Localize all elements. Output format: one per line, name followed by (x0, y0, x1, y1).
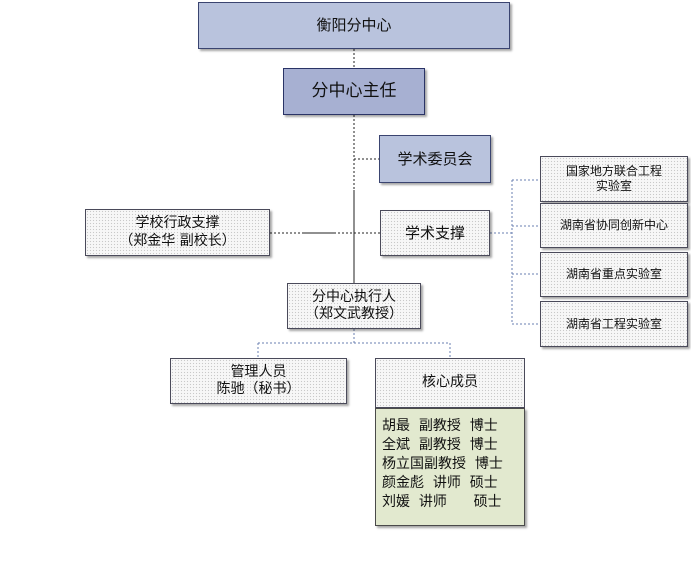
core-members-label: 核心成员 (422, 374, 478, 391)
core-members-list: 胡最 副教授 博士 全斌 副教授 博士 杨立国副教授 博士 颜金彪 讲师 硕士 … (375, 408, 525, 526)
lab-4-label: 湖南省工程实验室 (565, 316, 662, 331)
director-label: 分中心主任 (311, 80, 397, 101)
member-item-5: 刘媛 讲师 硕士 (382, 494, 502, 510)
director-node: 分中心主任 (283, 68, 425, 115)
member-item-3: 杨立国副教授 博士 (382, 456, 503, 472)
admin-support-node: 学校行政支撑 （郑金华 副校长） (85, 209, 270, 256)
lab-1-line2: 实验室 (595, 179, 632, 193)
member-item-4: 颜金彪 讲师 硕士 (382, 475, 498, 491)
lab-3-label: 湖南省重点实验室 (565, 267, 662, 281)
lab-node-1: 国家地方联合工程 实验室 (540, 156, 688, 202)
admin-support-line2: （郑金华 副校长） (119, 232, 236, 249)
lab-node-4: 湖南省工程实验室 (540, 301, 688, 347)
center-label: 衡阳分中心 (316, 16, 392, 35)
academic-support-node: 学术支撑 (380, 210, 490, 256)
admin-support-line1: 学校行政支撑 (135, 215, 220, 231)
member-item-1: 胡最 副教授 博士 (382, 418, 498, 434)
management-line2: 陈驰（秘书） (216, 381, 301, 397)
lab-node-2: 湖南省协同创新中心 (540, 203, 688, 248)
member-item-2: 全斌 副教授 博士 (382, 437, 498, 453)
management-node: 管理人员 陈驰（秘书） (170, 358, 347, 404)
executive-line1: 分中心执行人 (312, 288, 396, 305)
executive-line2: （郑文武教授） (305, 306, 403, 322)
lab-node-3: 湖南省重点实验室 (540, 252, 688, 297)
academic-committee-node: 学术委员会 (379, 135, 491, 183)
lab-2-label: 湖南省协同创新中心 (559, 218, 668, 232)
executive-node: 分中心执行人 （郑文武教授） (287, 283, 421, 329)
management-line1: 管理人员 (230, 363, 287, 380)
lab-1-line1: 国家地方联合工程 (565, 164, 662, 178)
academic-committee-label: 学术委员会 (397, 149, 473, 168)
core-members-node: 核心成员 (375, 358, 525, 408)
center-node: 衡阳分中心 (198, 2, 510, 49)
academic-support-label: 学术支撑 (404, 223, 465, 242)
